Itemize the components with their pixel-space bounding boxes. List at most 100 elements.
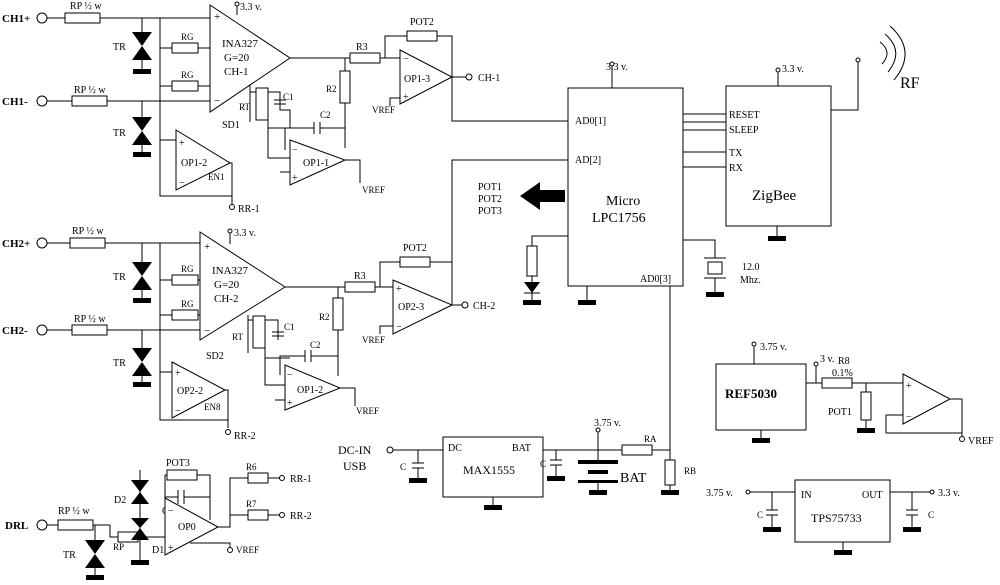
vref-output-node[interactable] [959, 436, 965, 442]
ref-tol-label: 0.1% [832, 368, 853, 379]
ground-icon [133, 152, 151, 157]
charger-cin-label: C [400, 462, 406, 472]
ref5030-chip[interactable] [715, 363, 807, 431]
drl-r6-resistor [247, 472, 269, 484]
ground-icon [578, 300, 596, 305]
ch2-sd-label: SD2 [206, 351, 224, 362]
ch1-rr-node[interactable] [229, 204, 235, 210]
zigbee-supply-label: 3.3 v. [782, 64, 804, 75]
ground-icon [86, 575, 104, 580]
drl-terminal[interactable] [36, 519, 48, 531]
plus-sign: + [179, 138, 185, 149]
ch2-rr-node[interactable] [225, 429, 231, 435]
charger-dc-pin: DC [448, 443, 462, 454]
ch1-r3-resistor [349, 52, 381, 64]
ch1-op1-2-opamp [175, 129, 232, 191]
plus-sign: + [396, 284, 402, 295]
minus-sign: − [179, 178, 185, 189]
max1555-chip[interactable] [442, 436, 544, 498]
ref-buffer-opamp [902, 373, 952, 425]
ch1-amp-name: INA327 [222, 38, 259, 50]
zigbee-pin-sleep: SLEEP [729, 125, 759, 136]
drl-d1-label: D1 [152, 545, 164, 556]
ra-resistor [621, 444, 653, 456]
minus-sign: − [396, 322, 402, 333]
ch1-op-rr-label: OP1-2 [181, 158, 207, 169]
drl-d1-diode-icon [131, 518, 149, 540]
battery-icon [578, 480, 618, 483]
ch2-rp-label-top: RP ½ w [72, 226, 104, 237]
ch1-c1-label: C1 [283, 92, 294, 102]
tps75733-chip[interactable] [794, 479, 891, 543]
ch2-c2-label: C2 [310, 340, 321, 350]
led-icon [524, 282, 540, 293]
ch1-output-node[interactable] [465, 73, 473, 81]
reg-cin-label: C [757, 510, 763, 520]
ch2-neg-terminal[interactable] [36, 324, 48, 336]
ch1-sd-label: SD1 [222, 120, 240, 131]
ch1-rg-resistor [171, 42, 199, 54]
drl-rp-small-label: RP [113, 542, 124, 552]
micro-lpc1756-chip[interactable] [567, 87, 684, 287]
ch1-supply-label: 3.3 v. [240, 2, 262, 13]
ch1-pos-label: CH1+ [2, 13, 30, 25]
ground-icon [768, 236, 786, 241]
zigbee-chip[interactable] [725, 85, 832, 227]
ch1-output-label: CH-1 [478, 73, 500, 84]
plus-sign: + [168, 543, 174, 554]
ground-icon [133, 69, 151, 74]
ch1-pos-terminal[interactable] [36, 12, 48, 24]
ch2-pos-terminal[interactable] [36, 237, 48, 249]
reg-vout-label: 3.3 v. [938, 488, 960, 499]
drl-r7-resistor [247, 509, 269, 521]
ch2-rp-label-bottom: RP ½ w [74, 314, 106, 325]
ch1-op-ref-label: OP1-1 [303, 158, 329, 169]
ch2-rr-label: RR-2 [234, 431, 256, 442]
dcin-terminal[interactable] [386, 446, 394, 454]
ch1-neg-terminal[interactable] [36, 95, 48, 107]
ch1-amp-gain: G=20 [224, 52, 250, 64]
ch2-en-label: EN8 [204, 402, 221, 412]
ref-chip-label: REF5030 [725, 386, 777, 401]
supply-node [751, 341, 757, 347]
minus-sign: − [175, 406, 181, 417]
ch2-output-node[interactable] [461, 301, 469, 309]
usb-label: USB [343, 459, 366, 473]
ch2-op2-2-opamp [171, 361, 227, 419]
ch1-rg-label: RG [181, 32, 194, 42]
ch2-tvs-top-icon [132, 262, 152, 290]
zigbee-pin-reset: RESET [729, 110, 760, 121]
drl-op0-opamp [164, 497, 220, 556]
ch2-rt-label: RT [232, 332, 243, 342]
ch2-rg-resistor [171, 274, 199, 286]
ch1-rg-label: RG [181, 70, 194, 80]
ground-icon [857, 428, 875, 433]
drl-r6-label: R6 [246, 462, 257, 472]
ch2-amp-gain: G=20 [214, 279, 240, 291]
ch2-rg-label: RG [181, 264, 194, 274]
ch1-tvs-bottom-icon [132, 117, 152, 145]
ch2-vref-label-a: VREF [362, 335, 385, 345]
ra-label: RA [644, 434, 657, 444]
plus-sign: + [287, 398, 293, 409]
ch2-tvs-bottom-icon [132, 348, 152, 376]
battery-supply-label: 3.75 v. [594, 418, 621, 429]
zigbee-title: ZigBee [752, 188, 796, 204]
drl-rr2-node[interactable] [279, 512, 285, 518]
battery-label: BAT [620, 471, 647, 486]
ch2-rp-resistor-bottom [71, 324, 108, 336]
reg-vin-node [745, 489, 751, 495]
drl-rr1-node[interactable] [279, 475, 285, 481]
ground-icon [523, 300, 541, 305]
minus-sign: − [906, 412, 912, 423]
supply-node [227, 228, 233, 234]
ch2-pos-label: CH2+ [2, 238, 30, 250]
drl-label: DRL [5, 520, 28, 532]
battery-icon [578, 460, 618, 464]
drl-circuit: DRL RP ½ w RP TR D2 D1 POT3 C − + OP0 R6… [5, 458, 312, 580]
drl-rr2-label: RR-2 [290, 511, 312, 522]
ch2-r3-label: R3 [354, 271, 366, 282]
ground-icon [484, 505, 502, 510]
ch1-op-out-label: OP1-3 [404, 74, 430, 85]
ch2-tr-label-top: TR [113, 272, 126, 283]
